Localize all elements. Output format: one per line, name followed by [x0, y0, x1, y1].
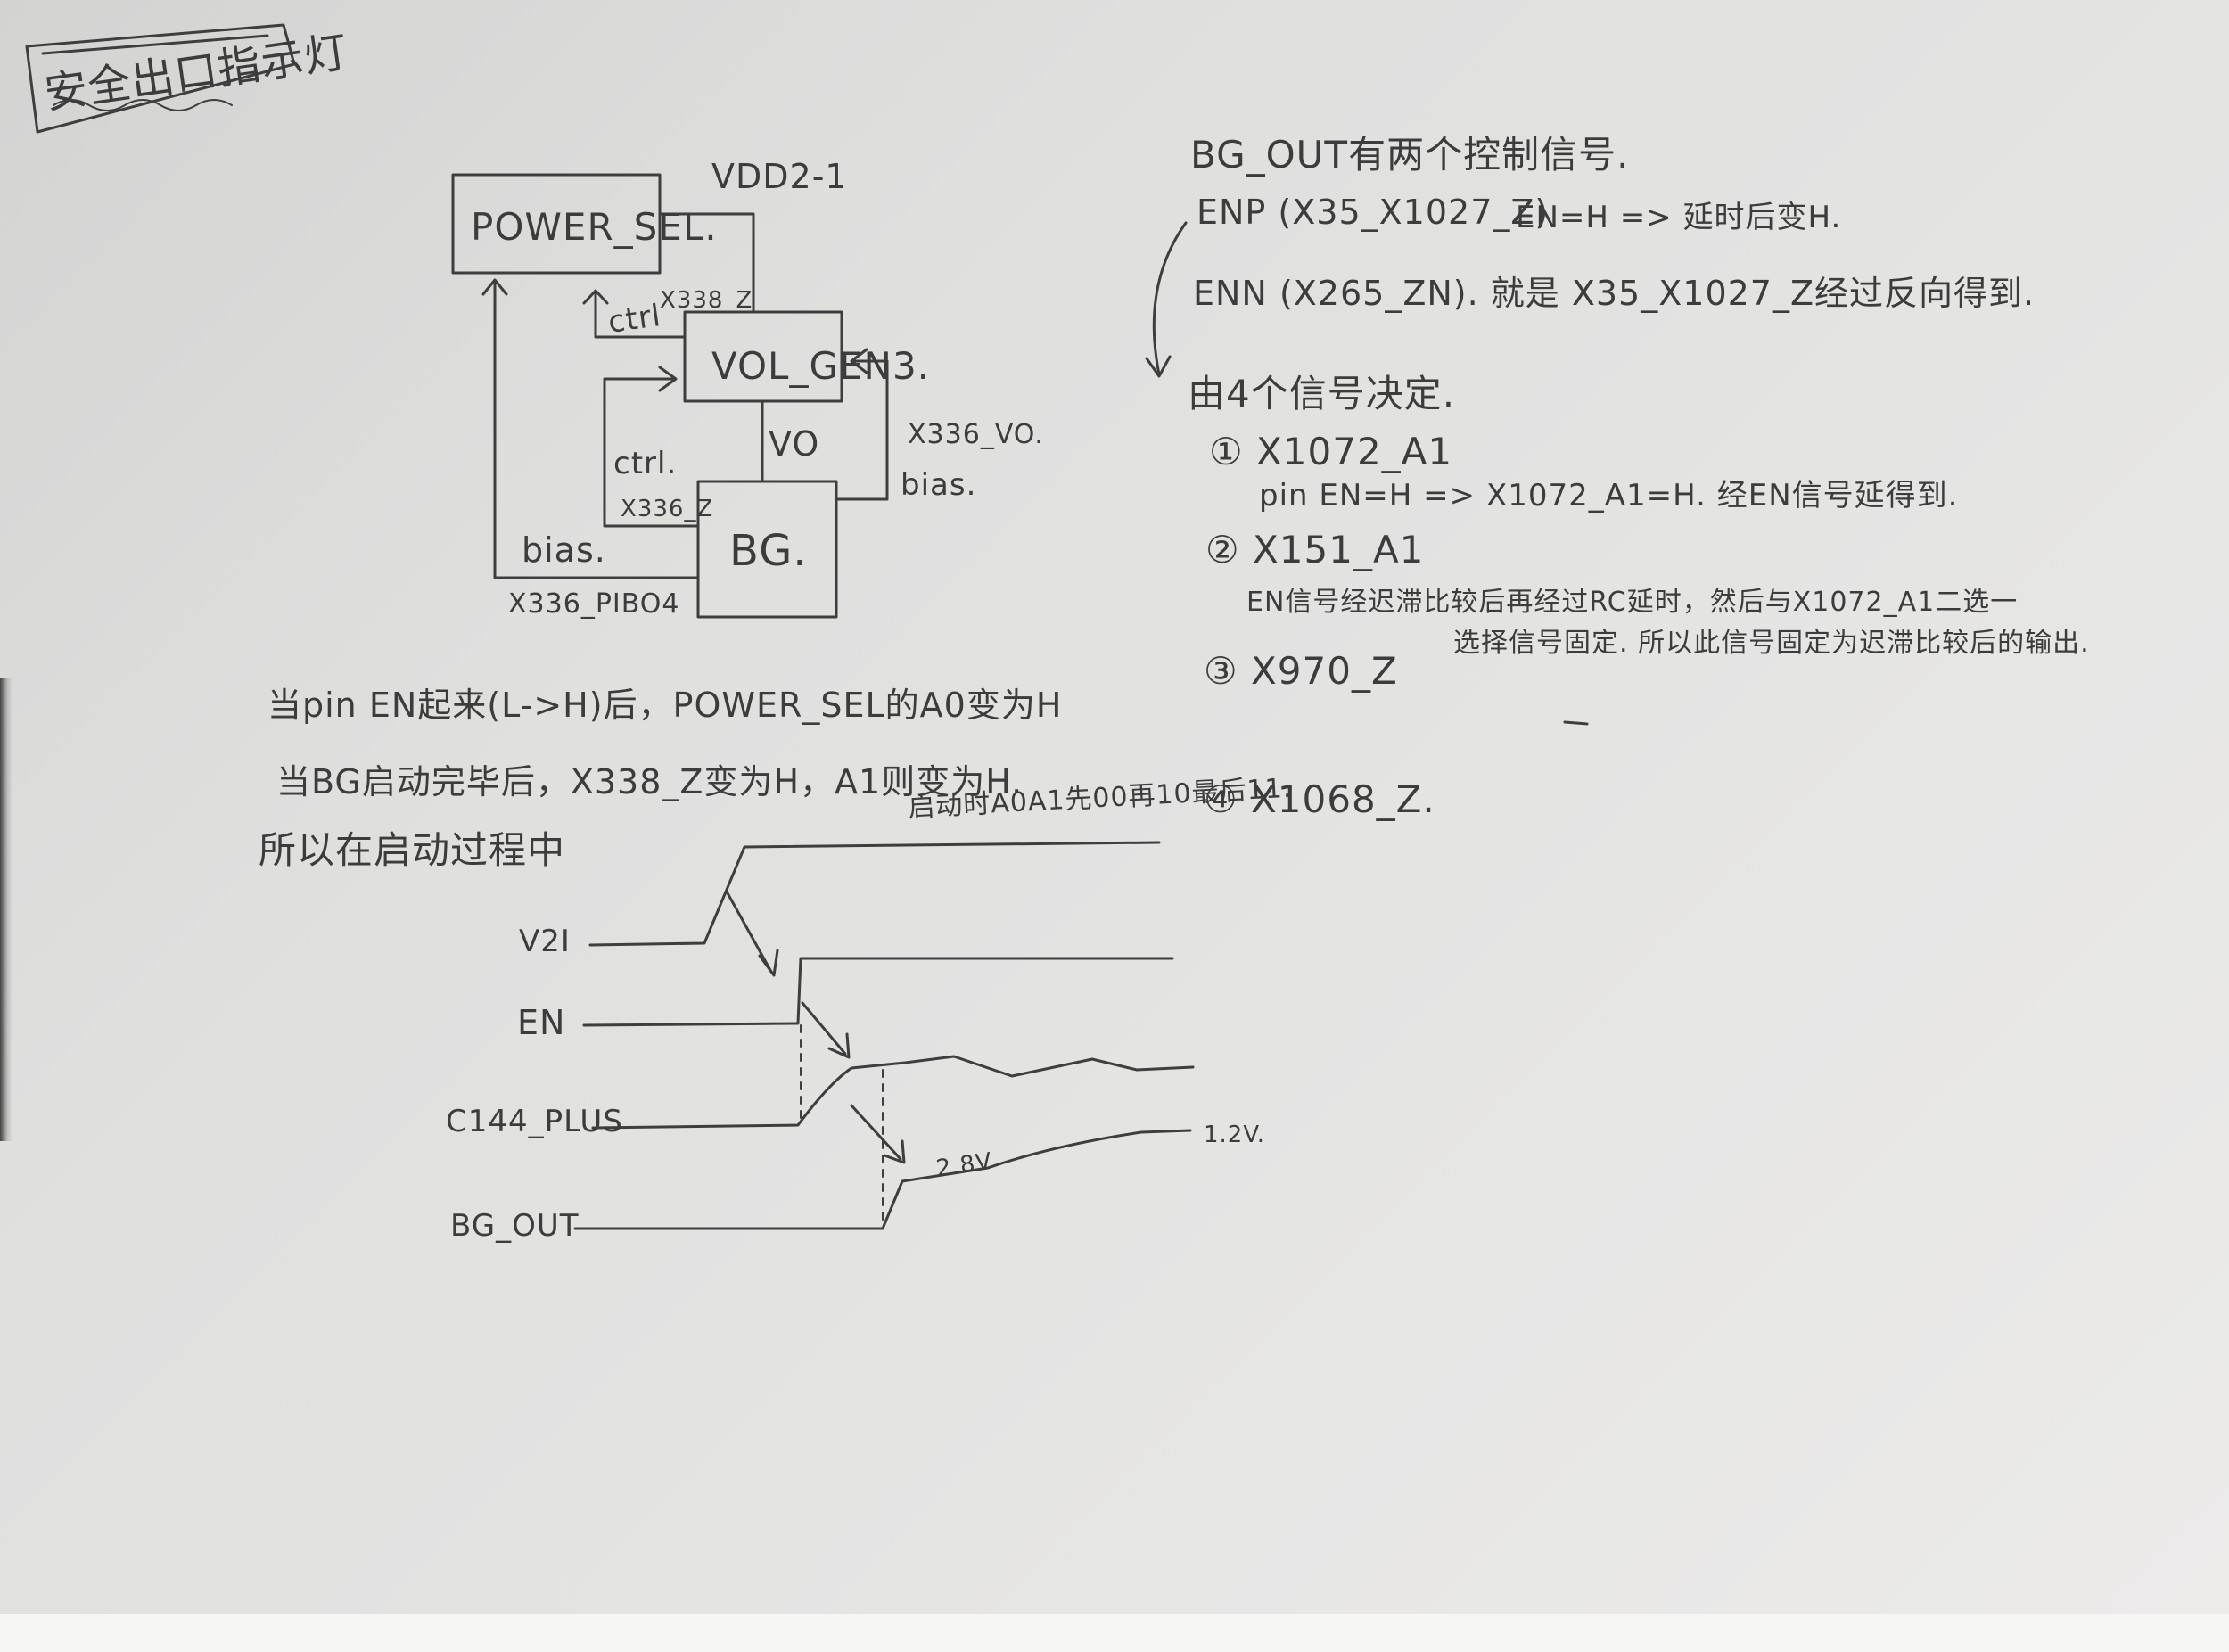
enn-label: ENN (X265_ZN). 就是 X35_X1027_Z经过反向得到. [1193, 274, 2036, 313]
bg-label: BG. [729, 526, 808, 576]
note-left-2: 当BG启动完毕后，X338_Z变为H，A1则变为H. [276, 762, 1024, 801]
x338-label: X338_Z [660, 287, 753, 314]
decided-label: 由4个信号决定. [1188, 372, 1456, 415]
ctrl-top-label: ctrl [605, 298, 663, 341]
ctrl-top-arrow [582, 289, 609, 305]
title-underline-wave [53, 99, 233, 111]
bias-right-wire [835, 359, 889, 501]
ctrl-mid-wire [603, 377, 700, 528]
paper-sheet [0, 0, 2229, 1614]
enp-label: ENP (X35_X1027_Z) [1197, 193, 1550, 232]
wave-label-bgout: BG_OUT [450, 1208, 580, 1244]
notes-heading: BG_OUT有两个控制信号. [1190, 133, 1630, 177]
item-2-note-2: 选择信号固定. 所以此信号固定为迟滞比较后的输出. [1453, 628, 2090, 659]
wave-c144 [591, 1055, 1195, 1130]
note-left-1: 当pin EN起来(L->H)后，POWER_SEL的A0变为H [267, 686, 1063, 725]
bottom-strip [0, 1614, 2229, 1652]
item-1: ① X1072_A1 [1209, 430, 1453, 473]
bias-right-label: bias. [901, 467, 977, 503]
bias-left-arrow [481, 278, 508, 296]
x336-vo-label: X336_VO. [908, 419, 1044, 450]
vo-label: VO [769, 424, 820, 464]
wave-en-arrowhead [827, 1032, 851, 1059]
wave-en-arrow [801, 1001, 847, 1056]
ctrl-mid-arrow [658, 366, 678, 392]
item-1-note: pin EN=H => X1072_A1=H. 经EN信号延得到. [1259, 478, 1959, 514]
vdd-wire [658, 212, 755, 314]
vol-gen-label: VOL_GEN3. [711, 344, 931, 388]
ctrl-mid-label: ctrl. [613, 446, 678, 481]
wave-bgout [573, 1129, 1192, 1230]
note-left-4: 所以在启动过程中 [259, 828, 566, 872]
item-2-note-1: EN信号经迟滞比较后再经过RC延时，然后与X1072_A1二选一 [1246, 587, 2019, 618]
wave-label-v2i: V2I [519, 924, 571, 959]
bias-right-arrow [850, 348, 868, 374]
wave-v2i [588, 841, 1161, 947]
title-box [25, 23, 296, 134]
item-2: ② X151_A1 [1205, 528, 1425, 571]
bg-box [696, 480, 838, 619]
wave-v2i-arrow [725, 890, 773, 974]
wave-label-c144: C144_PLUS [446, 1104, 623, 1139]
bias-left-wire [493, 280, 700, 579]
wave-v2i-arrowhead [758, 949, 779, 977]
wave-label-en: EN [517, 1003, 566, 1042]
ctrl-top-wire [594, 291, 687, 339]
dash-mark [1563, 720, 1589, 726]
item-4: ④ X1068_Z. [1204, 777, 1435, 821]
x336-pibo-label: X336_PIBO4 [508, 588, 680, 620]
enp-note: EN=H => 延时后变H. [1516, 200, 1842, 235]
power-sel-label: POWER_SEL. [471, 205, 718, 249]
right-curve-arrowhead [1145, 355, 1172, 378]
bias-left-label: bias. [522, 530, 606, 570]
wave-c144-arrowhead [883, 1139, 906, 1164]
paper-edge-shadow [0, 678, 12, 1141]
item-3: ③ X970_Z [1204, 649, 1398, 693]
vdd-label: VDD2-1 [711, 157, 848, 196]
title-box-inner [41, 34, 269, 55]
power-sel-box [451, 173, 662, 275]
x336-z-label: X336_Z [621, 496, 714, 522]
wave-en [582, 957, 1174, 1027]
wave-label-1v2: 1.2V. [1204, 1122, 1266, 1148]
right-curve-arrow [1152, 221, 1188, 376]
wave-c144-arrow [850, 1104, 902, 1161]
